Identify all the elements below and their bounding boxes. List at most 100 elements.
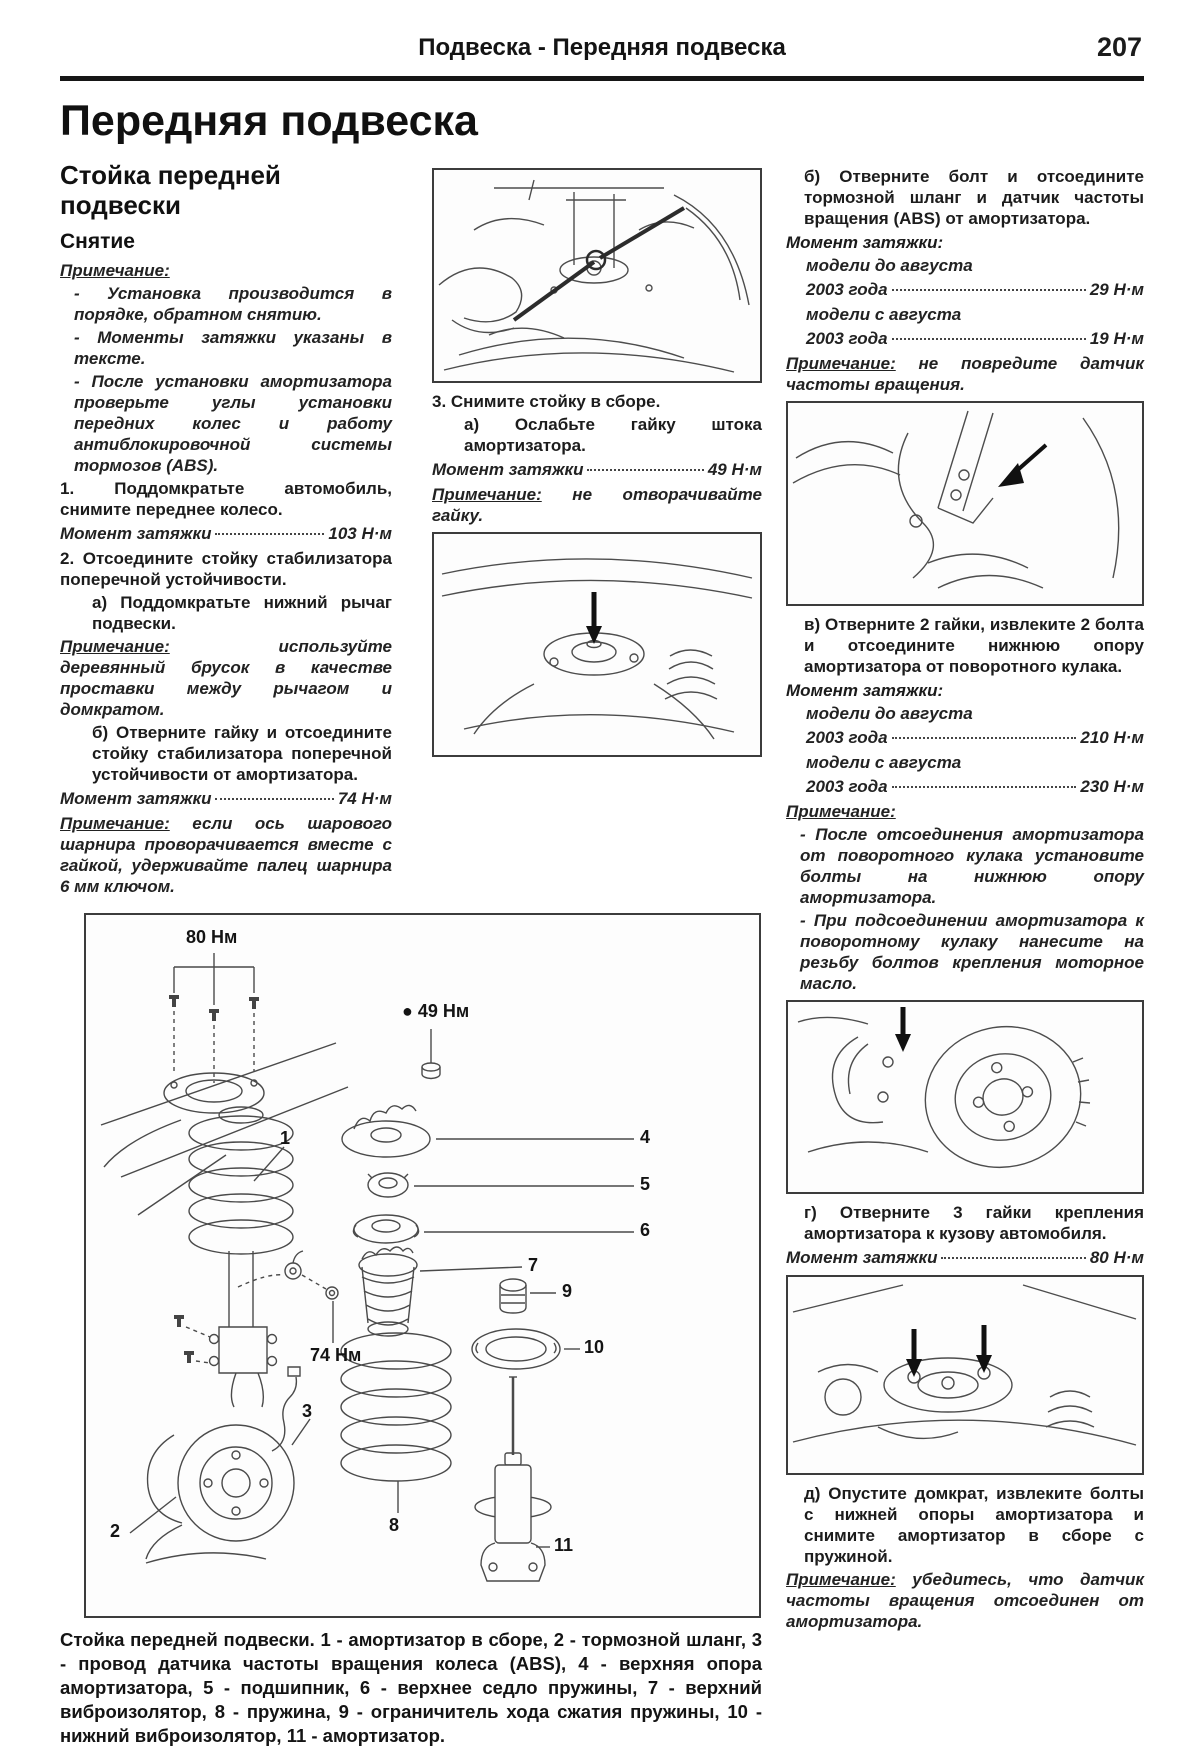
- diagram-part-number: 7: [528, 1255, 539, 1275]
- note-label: Примечание:: [786, 1570, 896, 1589]
- note: Примечание:: [786, 801, 1144, 822]
- torque-model-line: модели с августа: [806, 753, 962, 772]
- breadcrumb: Подвеска - Передняя подвеска: [418, 34, 786, 61]
- diagram-part-number: 5: [640, 1174, 651, 1194]
- torque-line: 2003 года 230 Н·м: [786, 776, 1144, 798]
- main-left-area: Стойка передней подвески Снятие Примечан…: [60, 160, 762, 1748]
- torque-label: Момент затяжки: [60, 789, 212, 808]
- torque-label: Момент затяжки: [60, 524, 212, 543]
- diagram-part-number: 10: [584, 1337, 605, 1357]
- engine-bay-wrench-drawing: [434, 170, 760, 381]
- note-text: не отворачивайте гайку.: [432, 485, 762, 525]
- note-item: - Установка производится в порядке, обра…: [74, 284, 392, 324]
- dot-leader: [215, 798, 334, 800]
- top-text-row: Стойка передней подвески Снятие Примечан…: [60, 160, 762, 899]
- dot-leader: [587, 469, 704, 471]
- figure-strut-hose-disconnect: [786, 401, 1144, 606]
- torque-line: Момент затяжки 74 Н·м: [60, 788, 392, 810]
- note: Примечание: не повредите датчик частоты …: [786, 353, 1144, 395]
- diagram-torque-label: ● 49 Нм: [402, 1001, 470, 1021]
- torque-line: Момент затяжки 103 Н·м: [60, 523, 392, 545]
- substep: а) Поддомкратьте нижний рычаг подвески.: [92, 593, 392, 633]
- torque-model-line: модели до августа: [806, 256, 973, 275]
- strut-mount-arrow-drawing: [434, 534, 760, 755]
- exploded-view-drawing: [86, 915, 759, 1616]
- note: Примечание: убедитесь, что датчик частот…: [786, 1569, 1144, 1632]
- figure-strut-top-nuts: [786, 1275, 1144, 1475]
- note-item: - Моменты затяжки указаны в тексте.: [74, 328, 392, 368]
- torque-value: 230 Н·м: [1080, 777, 1144, 796]
- note-item: - При подсоединении амортизатора к повор…: [800, 911, 1144, 993]
- torque-model-line: модели до августа: [806, 704, 973, 723]
- note-label: Примечание:: [60, 814, 170, 833]
- torque-label: 2003 года: [806, 777, 888, 796]
- torque-value: 74 Н·м: [337, 789, 392, 808]
- diagram-part-number: 1: [280, 1128, 291, 1148]
- torque-label: 2003 года: [806, 329, 888, 348]
- section-heading: Стойка передней подвески: [60, 160, 281, 220]
- figure-engine-bay-wrench: [432, 168, 762, 383]
- torque-line: Момент затяжки 80 Н·м: [786, 1247, 1144, 1269]
- torque-line: 2003 года 19 Н·м: [786, 328, 1144, 350]
- torque-value: 19 Н·м: [1089, 329, 1144, 348]
- note-text: не повредите датчик частоты вращения.: [786, 354, 1144, 394]
- column-middle: 3. Снимите стойку в сборе. а) Ослабьте г…: [432, 160, 762, 765]
- dot-leader: [891, 737, 1077, 739]
- note-label: Примечание:: [432, 485, 542, 504]
- torque-heading: Момент затяжки:: [786, 681, 944, 700]
- dot-leader: [891, 289, 1086, 291]
- exploded-view-diagram: 80 Нм ● 49 Нм 74 Нм 1 2 3 4 5 6 7 8 9 10…: [84, 913, 761, 1618]
- removal-heading: Снятие: [60, 230, 135, 253]
- note-item: - После отсоединения амортизатора от пов…: [800, 825, 1144, 907]
- torque-label: 2003 года: [806, 728, 888, 747]
- dot-leader: [891, 786, 1077, 788]
- torque-line: 2003 года 29 Н·м: [786, 279, 1144, 301]
- diagram-part-number: 3: [302, 1401, 313, 1421]
- column-left: Стойка передней подвески Снятие Примечан…: [60, 160, 392, 899]
- note: Примечание:: [60, 260, 392, 281]
- note-text: используйте деревянный брусок в качестве…: [60, 637, 392, 719]
- torque-heading: Момент затяжки:: [786, 233, 944, 252]
- diagram-part-number: 2: [110, 1521, 121, 1541]
- dot-leader: [891, 338, 1086, 340]
- diagram-torque-label: 74 Нм: [310, 1345, 362, 1365]
- note: Примечание: если ось шарового шарнира пр…: [60, 813, 392, 897]
- step: 1. Поддомкратьте автомобиль, снимите пер…: [60, 479, 392, 519]
- figure-brake-disc: [786, 1000, 1144, 1194]
- note: Примечание: используйте деревянный брусо…: [60, 636, 392, 720]
- page-title: Передняя подвеска: [60, 97, 478, 145]
- torque-label: 2003 года: [806, 280, 888, 299]
- note-text: убедитесь, что датчик частоты вращения о…: [786, 1570, 1144, 1631]
- torque-value: 103 Н·м: [328, 524, 392, 543]
- substep: в) Отверните 2 гайки, извлеките 2 болта …: [804, 615, 1144, 676]
- diagram-torque-label: 80 Нм: [186, 927, 238, 947]
- note-label: Примечание:: [60, 637, 170, 656]
- torque-value: 29 Н·м: [1089, 280, 1144, 299]
- torque-value: 80 Н·м: [1089, 1248, 1144, 1267]
- header-rule: [60, 76, 1144, 81]
- note-item: - После установки амортизатора проверьте…: [74, 372, 392, 475]
- substep: б) Отверните гайку и отсоедините стойку …: [92, 723, 392, 784]
- strut-hose-drawing: [788, 403, 1142, 604]
- note: Примечание: не отворачивайте гайку.: [432, 484, 762, 526]
- content-columns: Стойка передней подвески Снятие Примечан…: [60, 160, 1144, 1748]
- substep: б) Отверните болт и отсоедините тормозно…: [804, 167, 1144, 228]
- note-label: Примечание:: [786, 354, 896, 373]
- dot-leader: [941, 1257, 1086, 1259]
- substep: д) Опустите домкрат, извлеките болты с н…: [804, 1484, 1144, 1566]
- torque-model-line: модели с августа: [806, 305, 962, 324]
- torque-label: Момент затяжки: [432, 460, 584, 479]
- diagram-caption: Стойка передней подвески. 1 - амортизато…: [60, 1629, 762, 1746]
- page-header: Подвеска - Передняя подвеска 207: [60, 32, 1144, 74]
- diagram-part-number: 11: [554, 1535, 574, 1555]
- figure-strut-mount-arrow: [432, 532, 762, 757]
- substep: г) Отверните 3 гайки крепления амортизат…: [804, 1203, 1144, 1243]
- torque-value: 49 Н·м: [707, 460, 762, 479]
- diagram-part-number: 9: [562, 1281, 573, 1301]
- step: 2. Отсоедините стойку стабилизатора попе…: [60, 549, 392, 589]
- diagram-part-number: 8: [389, 1515, 400, 1535]
- note-label: Примечание:: [60, 261, 170, 280]
- torque-label: Момент затяжки: [786, 1248, 938, 1267]
- torque-line: Момент затяжки 49 Н·м: [432, 459, 762, 481]
- substep: а) Ослабьте гайку штока амортизатора.: [464, 415, 762, 455]
